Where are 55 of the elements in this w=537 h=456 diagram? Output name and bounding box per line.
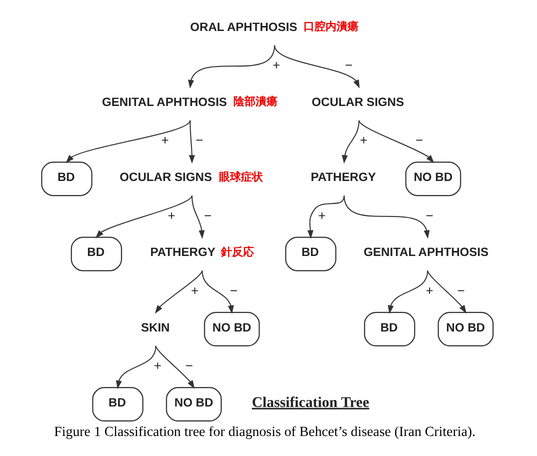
node-label: 口腔内潰瘍 — [302, 21, 358, 34]
edge-label: − — [184, 358, 193, 374]
node-text: OCULAR SIGNS — [119, 170, 212, 184]
edge-label: − — [344, 58, 352, 73]
arrow — [154, 270, 202, 314]
node-text: OCULAR SIGNS — [311, 94, 404, 109]
arrow — [343, 195, 430, 239]
node-box: NO BD — [203, 312, 260, 346]
node-box: NO BD — [437, 312, 494, 346]
arrow — [274, 45, 360, 88]
edge-label: − — [203, 208, 212, 223]
node-text: PATHERGY — [310, 170, 376, 184]
node-box: BD — [40, 162, 92, 196]
arrow — [358, 120, 434, 164]
edge-label: + — [167, 208, 175, 223]
node-label: 眼球症状 — [218, 171, 262, 184]
arrow — [341, 120, 359, 164]
node-box: BD — [70, 236, 122, 272]
arrow — [201, 270, 234, 314]
edge-label: + — [272, 58, 280, 73]
node-label: 針反応 — [220, 246, 254, 258]
edge-label: − — [456, 282, 464, 298]
arrow — [387, 270, 428, 314]
edge-label: − — [229, 282, 238, 298]
arrow — [426, 270, 466, 314]
arrow — [154, 346, 194, 389]
edge-label: + — [425, 282, 433, 298]
arrow — [65, 120, 190, 164]
node-box: BD — [364, 312, 415, 346]
node-text: SKIN — [140, 320, 170, 334]
node-text: ORAL APHTHOSIS — [190, 20, 297, 34]
edge-label: + — [190, 282, 198, 298]
node-box: NO BD — [404, 162, 461, 196]
edge-label: + — [153, 358, 161, 374]
node-box: NO BD — [165, 387, 222, 422]
edge-label: + — [318, 208, 326, 223]
edge-label: − — [415, 132, 423, 148]
arrow — [191, 196, 204, 239]
node-text: PATHERGY — [150, 245, 215, 260]
node-box: BD — [284, 236, 336, 272]
edge-label: + — [359, 132, 367, 148]
edge-label: − — [195, 132, 203, 148]
arrow — [94, 195, 192, 238]
label: Classification Tree — [251, 394, 369, 411]
arrow — [115, 346, 156, 390]
caption: Figure 1 Classification tree for diagnosis of Behcet’s disease (Iran Criteria). — [54, 424, 475, 440]
arrow — [188, 120, 194, 164]
edge-label: − — [425, 208, 433, 223]
node-text: GENITAL APHTHOSIS — [102, 94, 226, 109]
node-label: 陰部潰瘍 — [233, 96, 278, 108]
node-text: GENITAL APHTHOSIS — [363, 245, 488, 260]
arrow — [188, 45, 275, 89]
arrow — [306, 195, 344, 239]
edge-label: + — [160, 132, 168, 148]
node-box: BD — [92, 387, 143, 422]
